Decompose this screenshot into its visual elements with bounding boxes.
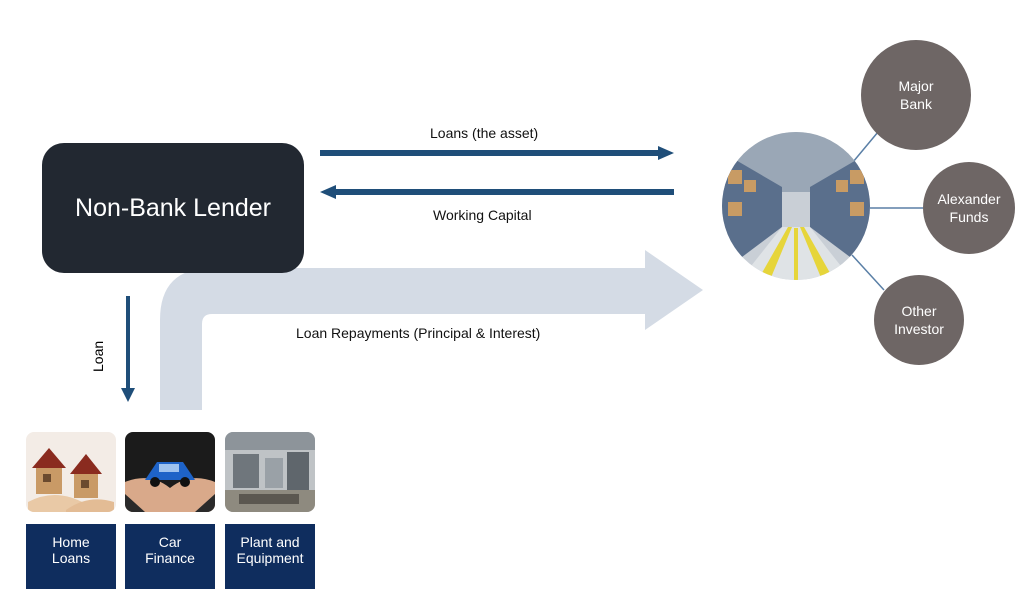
repayments-label: Loan Repayments (Principal & Interest) bbox=[296, 325, 541, 341]
alexander-funds-line1: Alexander bbox=[937, 191, 1001, 207]
car-finance-image bbox=[125, 432, 215, 512]
loan-label: Loan bbox=[90, 340, 106, 372]
plant-equipment-line2: Equipment bbox=[236, 550, 304, 566]
plant-equipment-image bbox=[225, 432, 315, 512]
other-investor-line1: Other bbox=[901, 303, 937, 319]
plant-equipment-line1: Plant and bbox=[240, 534, 300, 550]
car-finance-line1: Car bbox=[158, 534, 182, 550]
alexander-funds-circle: Alexander Funds bbox=[923, 162, 1015, 254]
loans-asset-label: Loans (the asset) bbox=[430, 125, 539, 141]
alexander-funds-line2: Funds bbox=[949, 209, 989, 225]
other-investor-circle: Other Investor bbox=[874, 275, 964, 365]
major-bank-line2: Bank bbox=[900, 96, 932, 112]
non-bank-lender-box: Non-Bank Lender bbox=[42, 143, 304, 273]
lender-label: Non-Bank Lender bbox=[75, 193, 271, 222]
other-investor-line2: Investor bbox=[894, 321, 944, 337]
loan-down-arrow bbox=[121, 296, 135, 402]
loans-asset-arrow bbox=[320, 146, 674, 160]
warehouse-image bbox=[722, 132, 870, 280]
working-capital-arrow bbox=[320, 185, 674, 199]
major-bank-circle: Major Bank bbox=[861, 40, 971, 150]
home-loans-line2: Loans bbox=[51, 550, 91, 566]
major-bank-line1: Major bbox=[898, 78, 934, 94]
home-loans-image bbox=[26, 432, 116, 512]
home-loans-line1: Home bbox=[52, 534, 90, 550]
car-finance-line2: Finance bbox=[145, 550, 195, 566]
working-capital-label: Working Capital bbox=[433, 207, 532, 223]
